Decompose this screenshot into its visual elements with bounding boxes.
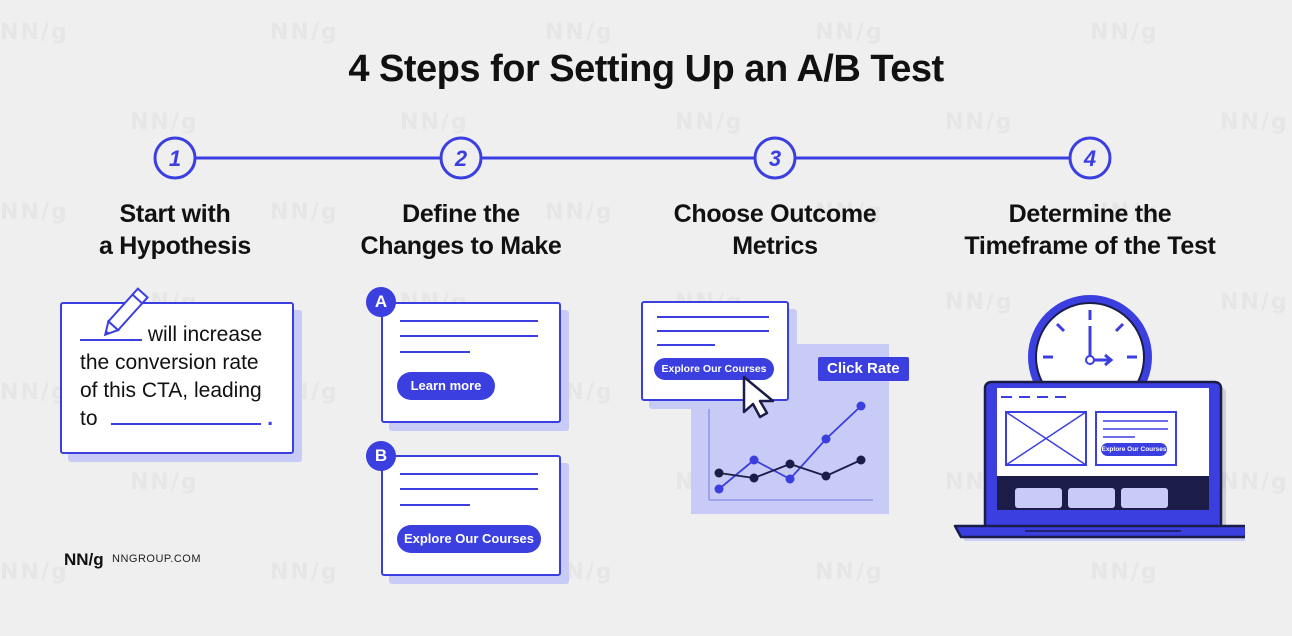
- hypothesis-card: [60, 302, 294, 454]
- watermark: NN/g: [815, 200, 884, 225]
- variant-b-text-line: [400, 488, 538, 490]
- variant-b-card: [381, 455, 561, 576]
- step-3-title-line1: Choose Outcome: [673, 200, 877, 228]
- nng-logo: NN/g: [64, 550, 104, 569]
- watermark: NN/g: [1090, 20, 1159, 45]
- watermark: NN/g: [0, 20, 69, 45]
- nngroup-link[interactable]: NNGROUP.COM: [112, 553, 202, 565]
- chart-point: [749, 473, 759, 483]
- variant-b-text-line: [400, 504, 470, 506]
- watermark: NN/g: [545, 200, 614, 225]
- watermark: NN/g: [1220, 290, 1289, 315]
- watermark: NN/g: [130, 110, 199, 135]
- explore-courses-button-metrics[interactable]: Explore Our Courses: [654, 358, 774, 380]
- hypothesis-line-2: the conversion rate: [80, 351, 259, 374]
- watermark: NN/g: [0, 200, 69, 225]
- step-2-number: 2: [454, 146, 468, 171]
- variant-a-card: [381, 302, 561, 423]
- hypothesis-line-4-suffix: .: [267, 407, 274, 430]
- metrics-text-line: [657, 330, 769, 332]
- chart-point: [714, 468, 724, 478]
- hypothesis-line-4-prefix: to: [80, 407, 98, 430]
- page-title: 4 Steps for Setting Up an A/B Test: [348, 48, 944, 90]
- hypothesis-blank-1: [80, 339, 142, 341]
- step-3-marker: 3: [753, 136, 797, 180]
- variant-b-text-line: [400, 473, 538, 475]
- chart-point: [856, 401, 866, 411]
- cursor-icon: [742, 375, 775, 419]
- chart-point: [821, 434, 831, 444]
- watermark: NN/g: [0, 560, 69, 585]
- watermark: NN/g: [1090, 200, 1159, 225]
- explore-courses-button-b[interactable]: Explore Our Courses: [397, 525, 541, 553]
- step-2-marker: 2: [439, 136, 483, 180]
- explore-courses-button-laptop[interactable]: Explore Our Courses: [1101, 446, 1167, 453]
- step-1-marker: 1: [153, 136, 197, 180]
- watermark: NN/g: [270, 200, 339, 225]
- hypothesis-line-1: will increase: [80, 321, 262, 349]
- timeline: 1 2 3 4: [153, 136, 1112, 180]
- watermark: NN/g: [130, 470, 199, 495]
- watermark: NN/g: [815, 560, 884, 585]
- step-4-title-line2: Timeframe of the Test: [964, 232, 1216, 260]
- watermark: NN/g: [815, 20, 884, 45]
- step-4-title-line1: Determine the: [1008, 200, 1172, 228]
- step-3-number: 3: [769, 146, 781, 171]
- watermark: NN/g: [675, 110, 744, 135]
- step-3-title: Choose Outcome Metrics: [640, 198, 910, 262]
- hypothesis-line-1-text: will increase: [147, 323, 263, 346]
- laptop-icon: [953, 380, 1245, 541]
- watermark: NN/g: [545, 20, 614, 45]
- laptop-clock-illustration: [953, 295, 1245, 541]
- step-1-number: 1: [169, 146, 181, 171]
- chart-point: [749, 455, 759, 465]
- watermark: NN/g: [0, 380, 69, 405]
- step-3-title-line2: Metrics: [732, 232, 818, 260]
- metrics-text-line: [657, 344, 715, 346]
- step-4-marker: 4: [1068, 136, 1112, 180]
- variant-a-badge: A: [366, 287, 396, 317]
- hypothesis-line-3: of this CTA, leading: [80, 379, 262, 402]
- step-2-title: Define the Changes to Make: [331, 198, 591, 262]
- variant-a-text-line: [400, 335, 538, 337]
- learn-more-button[interactable]: Learn more: [397, 372, 495, 400]
- watermark: NN/g: [270, 20, 339, 45]
- watermark: NN/g: [945, 110, 1014, 135]
- step-1-title: Start with a Hypothesis: [55, 198, 295, 262]
- chart-point: [821, 471, 831, 481]
- variant-a-text-line: [400, 351, 470, 353]
- step-2-title-line2: Changes to Make: [360, 232, 562, 260]
- step-2-title-line1: Define the: [402, 200, 520, 228]
- chart-point: [785, 474, 795, 484]
- step-1-title-line2: a Hypothesis: [98, 232, 251, 260]
- watermark: NN/g: [1220, 470, 1289, 495]
- chart-point: [785, 459, 795, 469]
- pencil-icon: [103, 287, 149, 337]
- watermark: NN/g: [1220, 110, 1289, 135]
- chart-point: [714, 484, 724, 494]
- step-1-title-line1: Start with: [119, 200, 231, 228]
- step-4-title: Determine the Timeframe of the Test: [935, 198, 1245, 262]
- watermark: NN/g: [1090, 560, 1159, 585]
- watermark: NN/g: [400, 110, 469, 135]
- metrics-text-line: [657, 316, 769, 318]
- variant-a-text-line: [400, 320, 538, 322]
- watermark: NN/g: [945, 290, 1014, 315]
- variant-b-badge: B: [366, 441, 396, 471]
- watermark: NN/g: [270, 560, 339, 585]
- chart-point: [856, 455, 866, 465]
- click-rate-label: Click Rate: [818, 357, 909, 381]
- hypothesis-line-4: to .: [80, 405, 273, 433]
- step-4-number: 4: [1083, 146, 1096, 171]
- hypothesis-blank-2: [111, 423, 262, 425]
- line-chart: [708, 396, 873, 501]
